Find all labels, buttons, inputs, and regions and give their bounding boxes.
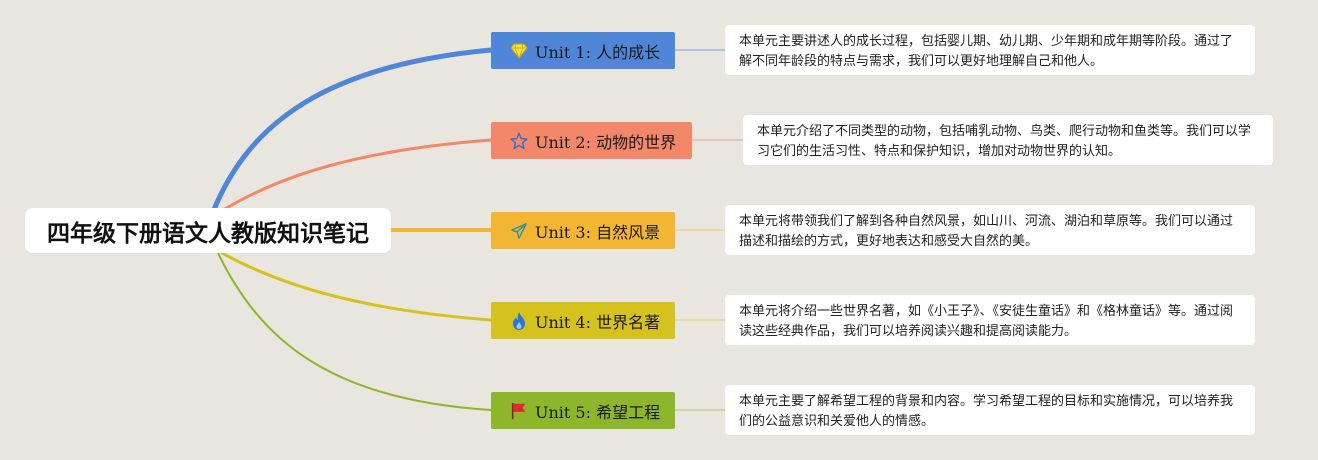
unit-description-text: 本单元将介绍一些世界名著，如《小王子》、《安徒生童话》和《格林童话》等。通过阅读…: [739, 304, 1234, 339]
unit-description-3: 本单元将带领我们了解到各种自然风景，如山川、河流、湖泊和草原等。我们可以通过描述…: [725, 205, 1255, 255]
flame-icon: [509, 311, 529, 331]
unit-label: Unit 2: 动物的世界: [535, 132, 677, 152]
root-title: 四年级下册语文人教版知识笔记: [47, 220, 369, 247]
unit-description-text: 本单元主要讲述人的成长过程，包括婴儿期、幼儿期、少年期和成年期等阶段。通过了解不…: [739, 34, 1234, 69]
root-topic[interactable]: 四年级下册语文人教版知识笔记: [25, 208, 391, 253]
branch-line-unit-1: [210, 47, 494, 215]
star-icon: [509, 131, 529, 151]
unit-label: Unit 4: 世界名著: [535, 312, 661, 332]
unit-description-text: 本单元介绍了不同类型的动物，包括哺乳动物、鸟类、爬行动物和鱼类等。我们可以学习它…: [757, 124, 1252, 159]
unit-label: Unit 3: 自然风景: [535, 222, 661, 242]
unit-label: Unit 1: 人的成长: [535, 42, 661, 62]
flag-icon: [509, 401, 529, 421]
unit-node-2[interactable]: Unit 2: 动物的世界: [491, 122, 692, 159]
unit-description-text: 本单元将带领我们了解到各种自然风景，如山川、河流、湖泊和草原等。我们可以通过描述…: [739, 214, 1234, 249]
branch-line-unit-5: [217, 252, 492, 411]
diamond-icon: [509, 41, 529, 61]
branch-line-unit-4: [220, 251, 493, 322]
branch-line-unit-2: [218, 138, 493, 214]
unit-node-3[interactable]: Unit 3: 自然风景: [491, 212, 675, 249]
unit-node-4[interactable]: Unit 4: 世界名著: [491, 302, 675, 339]
unit-description-5: 本单元主要了解希望工程的背景和内容。学习希望工程的目标和实施情况，可以培养我们的…: [725, 385, 1255, 435]
unit-description-2: 本单元介绍了不同类型的动物，包括哺乳动物、鸟类、爬行动物和鱼类等。我们可以学习它…: [743, 115, 1273, 165]
unit-label: Unit 5: 希望工程: [535, 402, 661, 422]
unit-description-4: 本单元将介绍一些世界名著，如《小王子》、《安徒生童话》和《格林童话》等。通过阅读…: [725, 295, 1255, 345]
unit-node-1[interactable]: Unit 1: 人的成长: [491, 32, 675, 69]
unit-description-text: 本单元主要了解希望工程的背景和内容。学习希望工程的目标和实施情况，可以培养我们的…: [739, 394, 1234, 429]
unit-node-5[interactable]: Unit 5: 希望工程: [491, 392, 675, 429]
unit-description-1: 本单元主要讲述人的成长过程，包括婴儿期、幼儿期、少年期和成年期等阶段。通过了解不…: [725, 25, 1255, 75]
paper-plane-icon: [509, 221, 529, 241]
